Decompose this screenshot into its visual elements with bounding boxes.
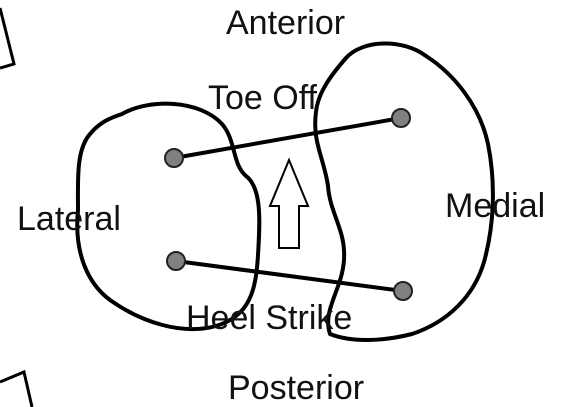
label-lateral: Lateral <box>17 202 121 236</box>
toe-off-marker-lateral <box>165 149 183 167</box>
label-toe-off: Toe Off <box>208 81 317 115</box>
label-heel-strike: Heel Strike <box>186 301 352 335</box>
label-anterior: Anterior <box>226 6 345 40</box>
heel-strike-marker-medial <box>394 282 412 300</box>
toe-off-marker-medial <box>392 109 410 127</box>
walking-direction-arrow-icon <box>270 160 308 248</box>
label-medial: Medial <box>445 189 545 223</box>
heel-strike-marker-lateral <box>167 252 185 270</box>
corner-fragment-top <box>0 8 14 68</box>
label-posterior: Posterior <box>228 371 364 405</box>
toe-off-line <box>174 118 401 158</box>
heel-strike-line <box>176 261 403 291</box>
corner-fragment-bottom <box>0 372 32 407</box>
